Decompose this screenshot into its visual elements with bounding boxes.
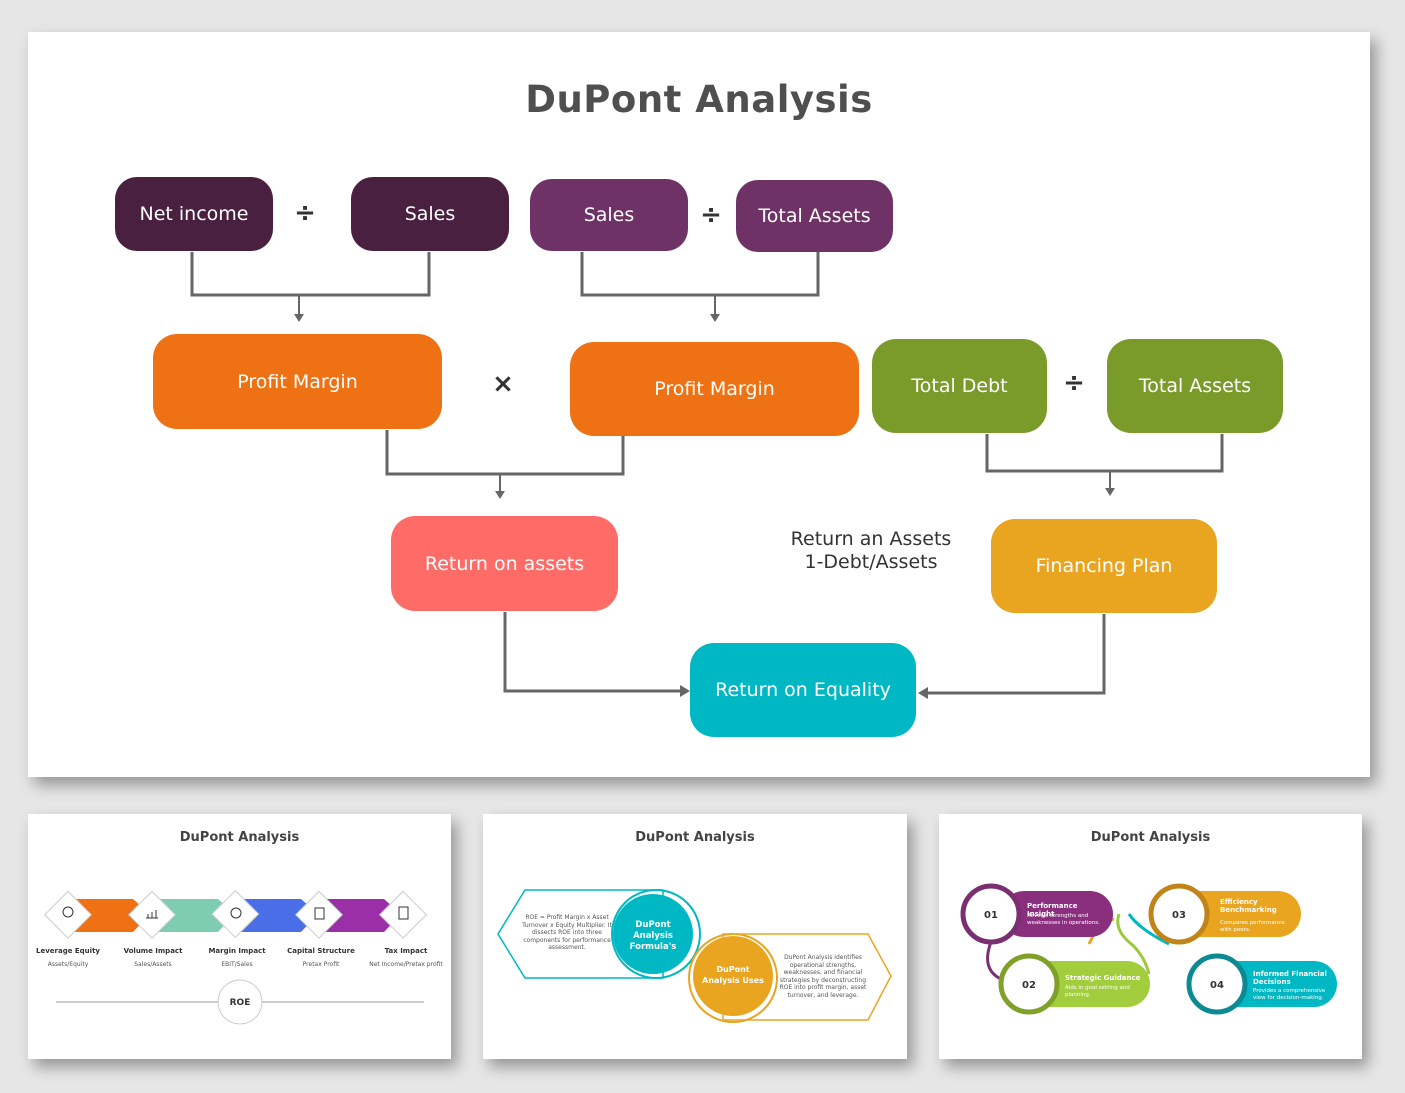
total-debt-box: Total Debt [872,339,1047,433]
thumbnail-title: DuPont Analysis [179,830,300,845]
thumbnail-title: DuPont Analysis [1090,830,1211,845]
item-label: Leverage Equity [36,947,100,955]
step-number: 03 [1172,910,1186,921]
item-desc: Provides a comprehensive view for decisi… [1253,988,1326,1001]
item-label: Margin Impact [208,947,266,955]
balance-scale-icon [62,906,74,918]
thumbnail-slide-1[interactable]: DuPont Analysis Leverage Equity Assets/E… [28,814,451,1059]
item-title: Informed Financial Decisions [1253,970,1327,986]
formula-description: ROE = Profit Margin x Asset Turnover x E… [522,914,612,951]
sales-box-2: Sales [530,179,688,251]
item-label: Tax Impact [384,947,428,955]
item-title: Strategic Guidance [1065,974,1141,982]
roe-label: ROE [229,998,251,1008]
page-title: DuPont Analysis [525,78,873,121]
item-desc: Reveals strengths and weaknesses in oper… [1027,913,1100,926]
thumbnail-title: DuPont Analysis [635,830,755,845]
step-number: 02 [1022,980,1036,991]
return-on-assets-box: Return on assets [391,516,618,611]
timeline-shapes [960,883,1337,1015]
thumbnail-slide-3[interactable]: DuPont Analysis 01 02 03 04 Performance … [939,814,1362,1059]
item-desc: Aids in goal setting and planning. [1065,985,1130,998]
building-icon [314,907,325,920]
formula-circle-label: DuPont Analysis Formula's [629,920,677,952]
profit-margin-box-2: Profit Margin [570,342,859,436]
divide-operator-3: ÷ [1063,368,1085,398]
main-slide[interactable]: DuPont Analysis [28,32,1370,777]
net-income-box: Net income [115,177,273,251]
item-sub: Assets/Equity [47,961,89,968]
divide-operator: ÷ [294,198,316,228]
divide-operator-2: ÷ [700,200,722,230]
return-on-equality-box: Return on Equality [690,643,916,737]
item-title: Efficiency Benchmarking [1220,898,1277,914]
item-sub: Pretax Profit [302,961,340,968]
formula-line-2: 1-Debt/Assets [804,551,938,573]
uses-circle-label: DuPont Analysis Uses [702,965,764,985]
step-number: 04 [1210,980,1224,991]
total-assets-box: Total Assets [736,180,893,252]
item-sub: Net Income/Pretax profit [369,961,443,968]
formula-line-1: Return an Assets [790,528,952,550]
item-title: Performance Insight [1027,902,1078,918]
profit-margin-box: Profit Margin [153,334,442,429]
financing-plan-box: Financing Plan [991,519,1217,613]
item-sub: EBIT/Sales [221,961,253,968]
thumbnail-slide-2[interactable]: DuPont Analysis ROE = Profit Margin x As… [483,814,907,1059]
chevron-band [43,889,428,1025]
item-label: Volume Impact [123,947,183,955]
multiply-operator: × [492,369,514,399]
step-number: 01 [984,910,998,921]
total-assets-box-2: Total Assets [1107,339,1283,433]
gears-icon [230,907,242,919]
item-desc: Compares performance with peers. [1220,920,1285,933]
uses-description: DuPont Analysis identifies operational s… [779,954,867,999]
bar-chart-icon [146,910,158,919]
sales-box: Sales [351,177,509,251]
hexagon-shapes [497,889,892,1023]
formula-text: Return an Assets 1-Debt/Assets [766,528,976,574]
connector-lines [190,252,1224,699]
document-icon [398,906,409,920]
item-label: Capital Structure [287,947,355,955]
item-sub: Sales/Assets [134,961,172,968]
